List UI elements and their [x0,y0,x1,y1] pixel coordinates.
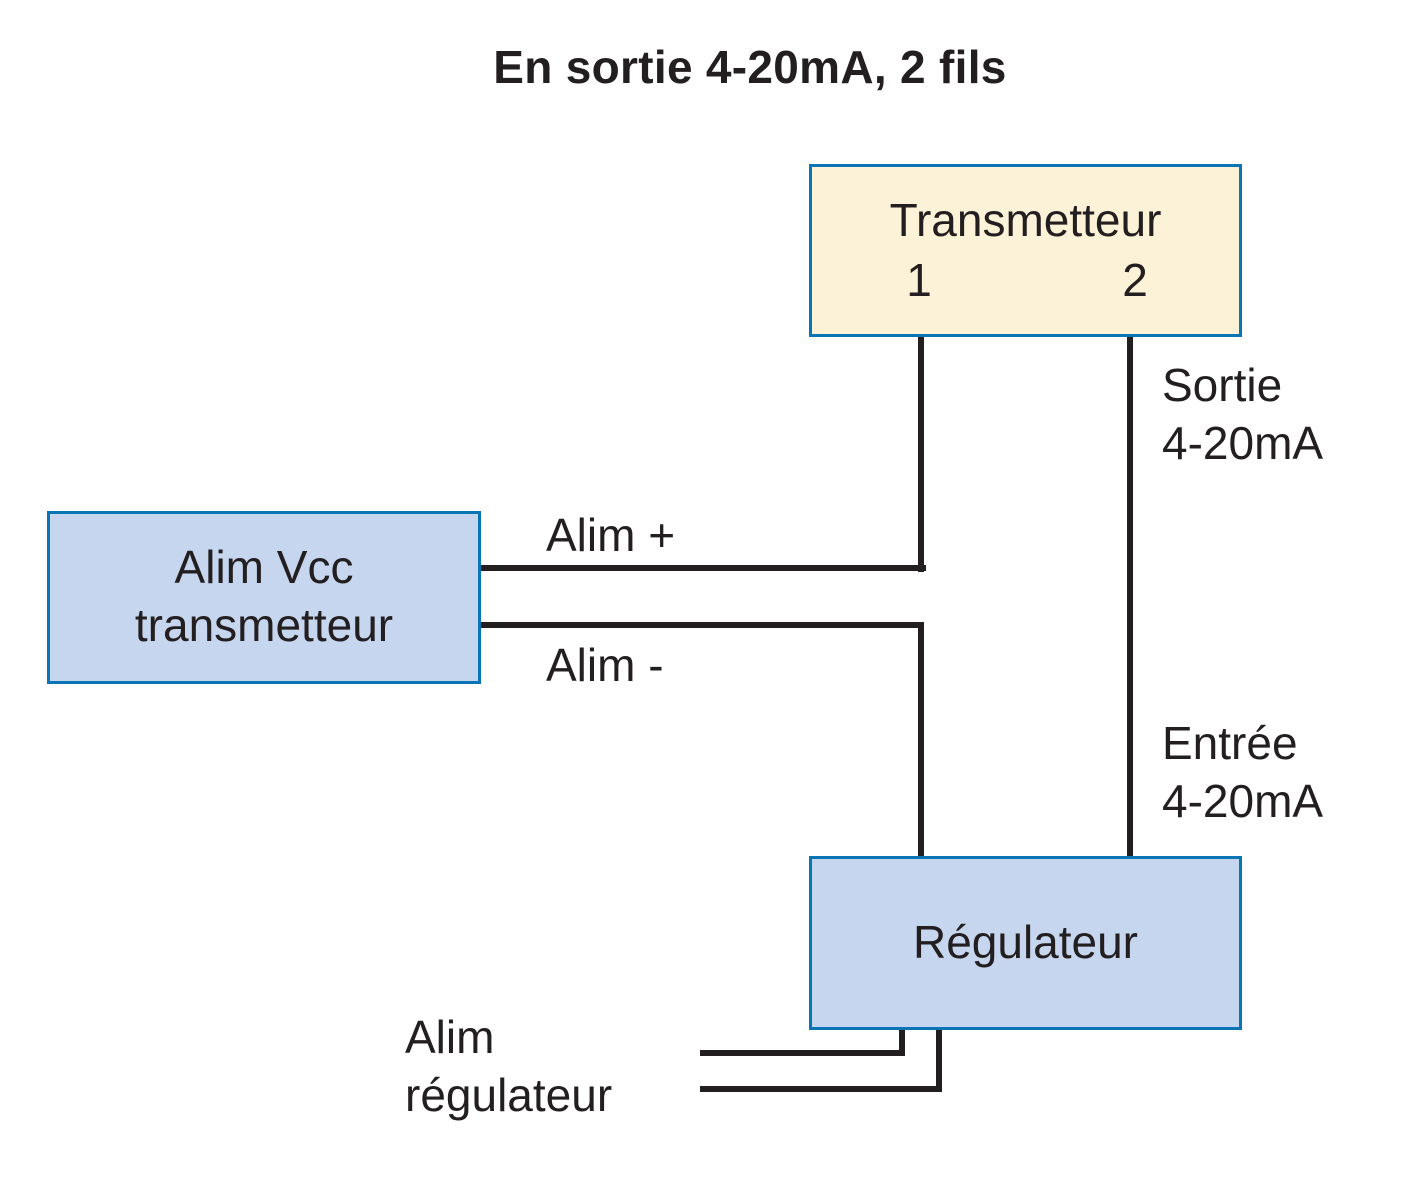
wire-regulator-supply-1-horizontal [700,1050,905,1056]
transmitter-box: Transmetteur 1 2 [809,164,1242,337]
wire-regulator-supply-1-vertical [899,1028,905,1056]
wire-regulator-supply-2-vertical [936,1028,942,1092]
wire-signal-4-20ma [1127,336,1133,858]
transmitter-label: Transmetteur [889,194,1162,246]
label-alim-plus: Alim + [546,509,676,561]
label-input-line2: 4-20mA [1162,775,1324,827]
label-output-line2: 4-20mA [1162,417,1324,469]
transmitter-terminal-2: 2 [1122,254,1148,306]
label-input-line1: Entrée [1162,717,1298,769]
wire-alim-minus-horizontal [480,622,924,628]
diagram-title: En sortie 4-20mA, 2 fils [493,41,1007,93]
power-supply-label-line1: Alim Vcc [174,541,354,593]
wire-alim-minus-vertical [918,622,924,858]
label-alim-minus: Alim - [546,639,664,691]
regulator-box: Régulateur [809,856,1242,1030]
label-regulator-supply-line1: Alim [405,1011,495,1063]
wire-alim-plus [480,565,926,571]
regulator-label: Régulateur [912,916,1139,968]
wire-terminal1-vertical [918,336,924,572]
transmitter-terminal-1: 1 [906,254,932,306]
wire-regulator-supply-2-horizontal [700,1086,942,1092]
label-output-line1: Sortie [1162,359,1283,411]
label-regulator-supply-line2: régulateur [405,1069,613,1121]
power-supply-box: Alim Vcc transmetteur [47,511,481,684]
power-supply-label-line2: transmetteur [134,599,394,651]
